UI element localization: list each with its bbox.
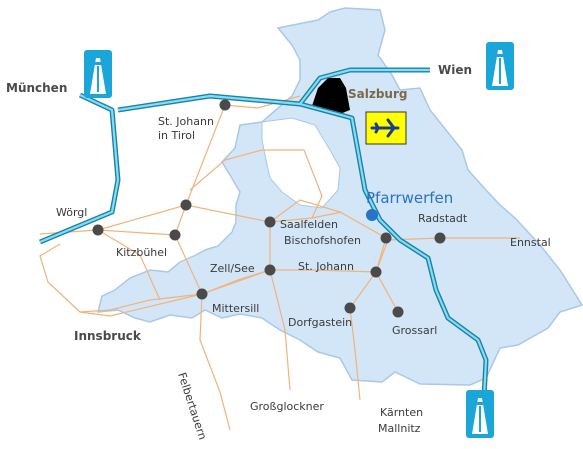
label-zell-see: Zell/See — [210, 262, 255, 275]
airport-icon — [365, 111, 407, 145]
highways — [39, 67, 489, 399]
label-dorfgastein: Dorfgastein — [288, 316, 352, 329]
label-innsbruck: Innsbruck — [74, 329, 142, 343]
city-dot-icon — [92, 99, 446, 318]
motorway-sign-icon — [486, 42, 514, 90]
berchtesgaden-notch — [261, 117, 341, 209]
label-radstadt: Radstadt — [418, 212, 468, 225]
label-st-johann-tirol-line2: in Tirol — [158, 129, 195, 142]
label-muenchen: München — [6, 81, 67, 95]
label-grossglockner: Großglockner — [250, 400, 324, 413]
label-kaernten: Kärnten — [380, 406, 423, 419]
label-salzburg: Salzburg — [348, 87, 407, 101]
label-pfarrwerfen: Pfarrwerfen — [366, 189, 453, 207]
label-st-johann-tirol-line1: St. Johann — [158, 115, 214, 128]
label-saalfelden: Saalfelden — [280, 218, 338, 231]
salzburg-city-area — [312, 78, 350, 114]
motorway-sign-icon — [466, 390, 494, 438]
label-bischofshofen: Bischofshofen — [284, 234, 361, 247]
label-mittersill: Mittersill — [212, 302, 259, 315]
label-wien: Wien — [438, 63, 472, 77]
label-felbertauern: Felbertauern — [175, 371, 209, 442]
salzburg-region — [97, 7, 583, 386]
label-st-johann: St. Johann — [298, 260, 354, 273]
motorway-sign-icon — [84, 50, 112, 98]
label-grossarl: Grossarl — [392, 324, 437, 337]
label-woergl: Wörgl — [56, 206, 87, 219]
label-kitzbuehel: Kitzbühel — [116, 246, 167, 259]
label-mallnitz: Mallnitz — [378, 422, 421, 435]
label-ennstal: Ennstal — [510, 236, 551, 249]
